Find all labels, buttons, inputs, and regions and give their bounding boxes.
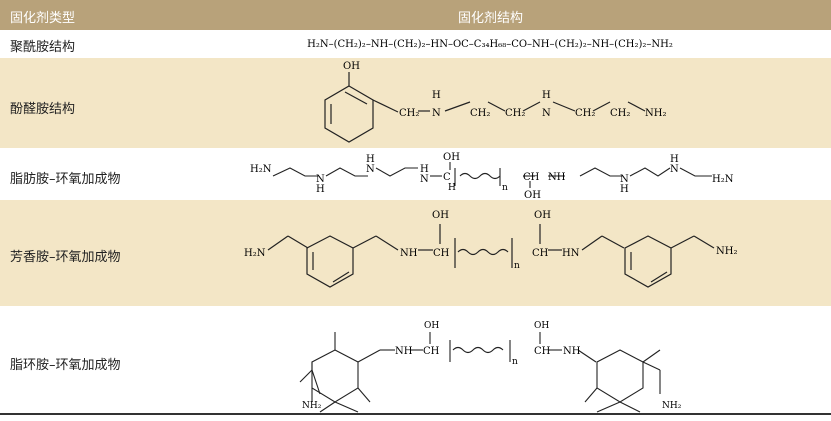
svg-text:CH: CH bbox=[433, 248, 450, 259]
svg-text:H: H bbox=[420, 164, 429, 175]
svg-text:CH₂: CH₂ bbox=[505, 108, 525, 119]
svg-text:CH₂: CH₂ bbox=[610, 108, 630, 119]
svg-text:N: N bbox=[542, 108, 551, 119]
table-row: 聚酰胺结构 H₂N–(CH₂)₂–NH–(CH₂)₂–HN–OC–C₃₄H₆₈–… bbox=[0, 30, 831, 58]
header-curing-agent-type: 固化剂类型 bbox=[10, 11, 76, 26]
svg-text:NH₂: NH₂ bbox=[302, 401, 322, 411]
svg-text:NH: NH bbox=[400, 248, 418, 259]
svg-text:N: N bbox=[432, 108, 441, 119]
row-label: 聚酰胺结构 bbox=[10, 40, 76, 55]
svg-text:n: n bbox=[514, 261, 520, 271]
svg-text:H: H bbox=[316, 184, 325, 195]
table-row: 脂肪胺–环氧加成物 H₂N N H N H N bbox=[0, 148, 831, 200]
svg-text:H₂N: H₂N bbox=[712, 174, 734, 185]
svg-text:NH: NH bbox=[548, 172, 566, 183]
svg-text:OH: OH bbox=[432, 210, 449, 221]
svg-text:NH₂: NH₂ bbox=[645, 108, 666, 119]
svg-text:OH: OH bbox=[534, 210, 551, 221]
svg-text:H₂N: H₂N bbox=[244, 248, 266, 259]
svg-text:CH: CH bbox=[523, 172, 540, 183]
svg-text:CH: CH bbox=[534, 346, 551, 357]
svg-text:H: H bbox=[432, 90, 441, 101]
svg-text:NH₂: NH₂ bbox=[716, 246, 737, 257]
svg-text:OH: OH bbox=[534, 321, 549, 331]
table-header: 固化剂类型 固化剂结构 bbox=[0, 0, 831, 30]
svg-text:HN: HN bbox=[562, 248, 580, 259]
table-row: 芳香胺–环氧加成物 bbox=[0, 200, 831, 306]
svg-text:OH: OH bbox=[424, 321, 439, 331]
svg-text:N: N bbox=[420, 174, 429, 185]
table-row: 脂环胺–环氧加成物 bbox=[0, 306, 831, 413]
svg-text:CH: CH bbox=[423, 346, 440, 357]
svg-text:N: N bbox=[670, 164, 679, 175]
svg-text:NH: NH bbox=[563, 346, 581, 357]
svg-text:n: n bbox=[502, 183, 508, 193]
row-label: 脂肪胺–环氧加成物 bbox=[10, 172, 121, 187]
svg-text:CH: CH bbox=[532, 248, 549, 259]
cycloaliphatic-adduct-structure: NH₂ NH OH CH n OH CH NH NH₂ bbox=[299, 321, 682, 413]
svg-text:N: N bbox=[366, 164, 375, 175]
svg-text:NH₂: NH₂ bbox=[662, 401, 682, 411]
svg-text:n: n bbox=[512, 357, 518, 367]
polyamide-structure: H₂N–(CH₂)₂–NH–(CH₂)₂–HN–OC–C₃₄H₆₈–CO–NH–… bbox=[307, 39, 673, 50]
phenalkamine-structure: OH CH₂ N H CH₂ CH₂ N H CH₂ CH₂ NH₂ bbox=[324, 61, 666, 143]
svg-text:C: C bbox=[443, 172, 451, 183]
svg-text:CH₂: CH₂ bbox=[575, 108, 595, 119]
svg-text:N: N bbox=[620, 174, 629, 185]
hydroxyl-label: OH bbox=[343, 61, 360, 72]
svg-text:H: H bbox=[542, 90, 551, 101]
header-curing-agent-structure: 固化剂结构 bbox=[457, 11, 523, 26]
svg-text:OH: OH bbox=[524, 190, 541, 200]
svg-text:H: H bbox=[366, 154, 375, 165]
row-label: 芳香胺–环氧加成物 bbox=[10, 250, 121, 265]
svg-text:H: H bbox=[670, 154, 679, 165]
table-row: 酚醛胺结构 OH CH₂ N H CH₂ CH₂ N bbox=[0, 58, 831, 148]
aromatic-adduct-structure: H₂N NH OH CH n OH CH HN NH₂ bbox=[244, 210, 737, 288]
row-label: 脂环胺–环氧加成物 bbox=[10, 358, 121, 373]
svg-text:H: H bbox=[448, 183, 456, 193]
table-bottom-rule bbox=[0, 413, 831, 415]
svg-text:CH₂: CH₂ bbox=[470, 108, 490, 119]
svg-text:NH: NH bbox=[395, 346, 413, 357]
row-label: 酚醛胺结构 bbox=[10, 102, 76, 117]
svg-text:N: N bbox=[316, 174, 325, 185]
svg-text:CH₂: CH₂ bbox=[399, 108, 419, 119]
aliphatic-adduct-structure: H₂N N H N H N H OH C H n CH NH OH N H N … bbox=[250, 152, 734, 200]
polyamide-formula: H₂N–(CH₂)₂–NH–(CH₂)₂–HN–OC–C₃₄H₆₈–CO–NH–… bbox=[307, 39, 673, 50]
svg-text:OH: OH bbox=[443, 152, 460, 163]
svg-text:H₂N: H₂N bbox=[250, 164, 272, 175]
svg-text:H: H bbox=[620, 184, 629, 195]
